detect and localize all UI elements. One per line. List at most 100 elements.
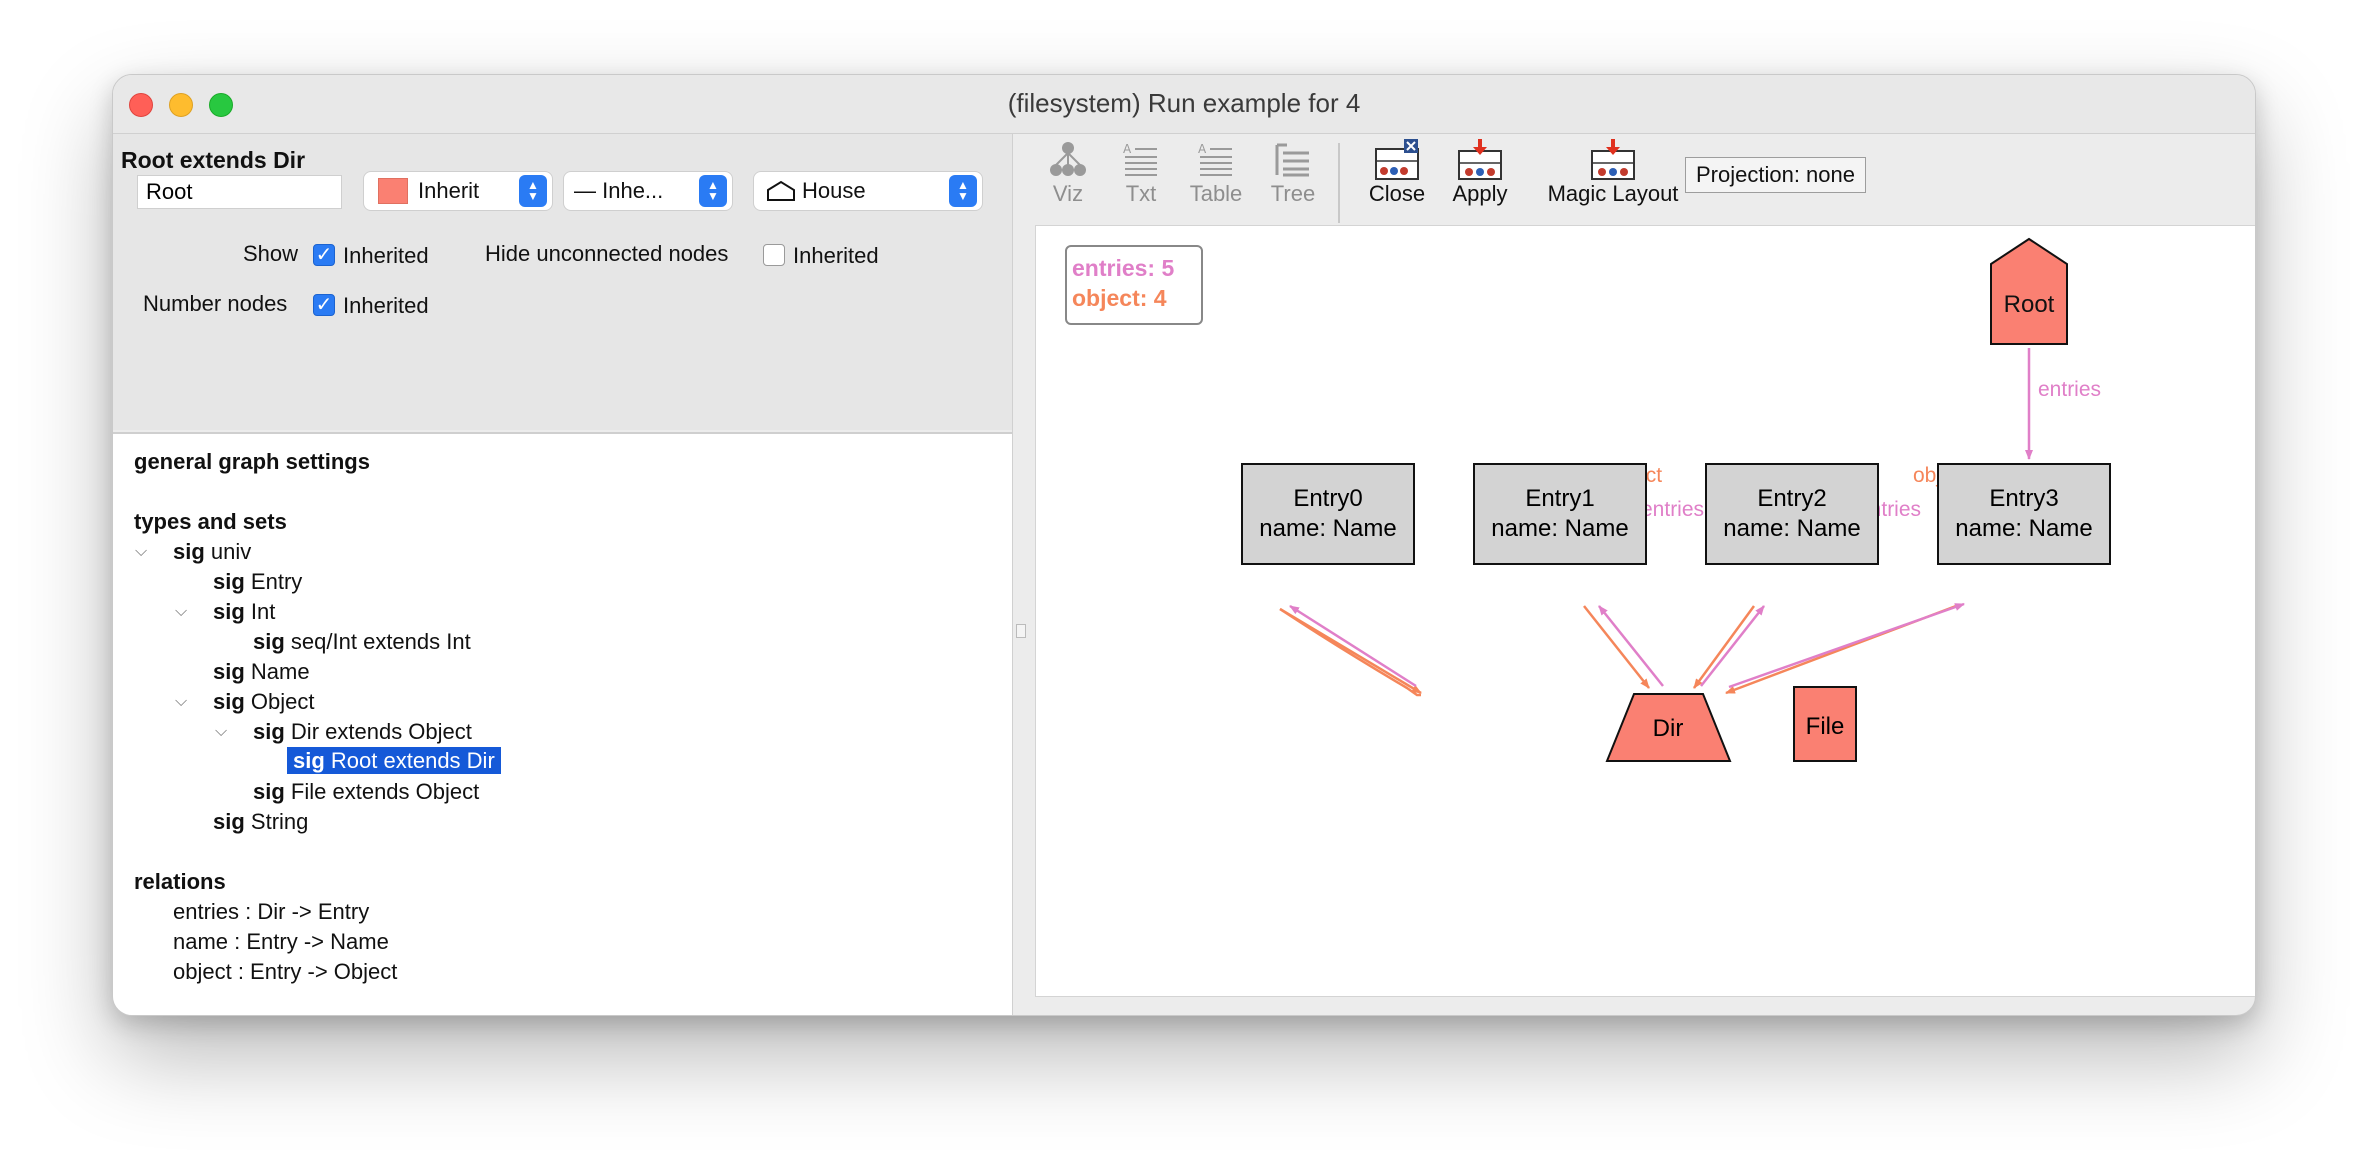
legend-object: object: 4	[1072, 285, 1167, 311]
txt-label: Txt	[1125, 181, 1157, 206]
graph-node-entry1[interactable]: Entry1 name: Name	[1473, 463, 1647, 565]
tree-general-settings[interactable]: general graph settings	[134, 449, 370, 474]
node-attr-entry0: name: Name	[1259, 515, 1396, 542]
apply-icon	[1440, 139, 1520, 181]
tree-item-name[interactable]: sig Name	[213, 659, 310, 684]
table-button[interactable]: A Table	[1181, 139, 1251, 207]
tree-item-file[interactable]: sig File extends Object	[253, 779, 480, 804]
hide-unconnected-label: Hide unconnected nodes	[485, 241, 729, 266]
color-swatch	[378, 178, 408, 204]
tree-relation-object[interactable]: object : Entry -> Object	[173, 959, 398, 984]
chevron-down-icon[interactable]: ⌵	[215, 723, 228, 740]
svg-text:A: A	[1123, 142, 1132, 156]
edge-entry0-object-dir-line	[1279, 607, 1422, 695]
tree-button[interactable]: Tree	[1258, 139, 1328, 207]
node-attr-entry3: name: Name	[1955, 515, 2092, 542]
hide-unconnected-value: Inherited	[793, 243, 879, 268]
graph-node-root[interactable]: Root	[1990, 237, 2068, 345]
legend-box	[1065, 245, 1203, 325]
edge-dir-entries-entry1	[1598, 605, 1664, 687]
apply-label: Apply	[1452, 181, 1508, 206]
edge-entry1-object-dir	[1583, 605, 1650, 689]
tree-relations-header: relations	[134, 869, 226, 894]
sig-settings-header: Root extends Dir	[121, 147, 306, 173]
shape-select[interactable]: House ▲▼	[753, 171, 983, 211]
graph-node-entry2[interactable]: Entry2 name: Name	[1705, 463, 1879, 565]
hide-unconnected-checkbox[interactable]	[763, 244, 785, 266]
tree-item-seqint[interactable]: sig seq/Int extends Int	[253, 629, 471, 654]
projection-button[interactable]: Projection: none	[1685, 157, 1866, 193]
chevron-updown-icon: ▲▼	[699, 175, 727, 207]
magic-layout-button[interactable]: Magic Layout	[1533, 139, 1693, 207]
close-window-button[interactable]	[129, 93, 153, 117]
node-name-field[interactable]	[137, 175, 342, 209]
tree-item-univ[interactable]: sig univ	[173, 539, 252, 564]
tree-item-string[interactable]: sig String	[213, 809, 309, 834]
viz-label: Viz	[1052, 181, 1084, 206]
show-checkbox[interactable]: ✓	[313, 244, 335, 266]
chevron-down-icon[interactable]: ⌵	[175, 603, 188, 620]
viz-icon	[1033, 139, 1103, 181]
divider-grip[interactable]	[1016, 624, 1026, 638]
edge-label-entries: entries	[1641, 498, 1704, 521]
app-window: (filesystem) Run example for 4 Root exte…	[112, 74, 2256, 1016]
node-label-root: Root	[2004, 291, 2055, 318]
edge-entry2-object-dir	[1692, 605, 1756, 689]
show-value: Inherited	[343, 243, 429, 268]
chevron-updown-icon: ▲▼	[519, 175, 547, 207]
svg-text:A: A	[1198, 142, 1207, 156]
node-label-entry2: Entry2	[1757, 485, 1826, 512]
graph-node-dir[interactable]: Dir	[1605, 693, 1732, 762]
color-select[interactable]: Inherit ▲▼	[363, 171, 553, 211]
color-select-label: Inherit	[418, 178, 480, 203]
style-select-label: — Inhe...	[574, 178, 664, 203]
number-nodes-checkbox[interactable]: ✓	[313, 294, 335, 316]
graph-node-entry3[interactable]: Entry3 name: Name	[1937, 463, 2111, 565]
graph-canvas[interactable]: entries: 5 object: 4 entries object entr…	[1035, 225, 2255, 997]
node-attr-entry1: name: Name	[1491, 515, 1628, 542]
window-title: (filesystem) Run example for 4	[1007, 88, 1361, 118]
edge-dir-entries-entry0	[1289, 604, 1417, 688]
tree-item-dir[interactable]: sig Dir extends Object	[253, 719, 472, 744]
close-label: Close	[1368, 181, 1426, 206]
split-pane-divider[interactable]	[1012, 134, 1027, 1015]
theme-tree-panel	[113, 432, 1012, 1015]
close-button[interactable]: Close	[1357, 139, 1437, 207]
viz-button[interactable]: Viz	[1033, 139, 1103, 207]
txt-icon: A	[1106, 139, 1176, 181]
node-label-dir: Dir	[1653, 715, 1684, 742]
graph-svg: entries: 5 object: 4 entries object entr…	[1065, 237, 2111, 762]
toolbar-separator	[1338, 143, 1340, 223]
node-label-entry0: Entry0	[1293, 485, 1362, 512]
chevron-down-icon[interactable]: ⌵	[175, 693, 188, 710]
number-nodes-label: Number nodes	[143, 291, 288, 316]
tree-item-root-selected[interactable]: sig Root extends Dir	[287, 747, 501, 774]
node-attr-entry2: name: Name	[1723, 515, 1860, 542]
table-label: Table	[1189, 181, 1243, 206]
magic-layout-icon	[1533, 139, 1693, 181]
shape-select-label: House	[802, 178, 866, 203]
tree-item-int[interactable]: sig Int	[213, 599, 276, 624]
tree-types-header: types and sets	[134, 509, 287, 534]
tree-icon	[1258, 139, 1328, 181]
node-label-entry3: Entry3	[1989, 485, 2058, 512]
apply-button[interactable]: Apply	[1440, 139, 1520, 207]
legend-entries: entries: 5	[1072, 255, 1174, 281]
tree-item-object[interactable]: sig Object	[213, 689, 315, 714]
txt-button[interactable]: A Txt	[1106, 139, 1176, 207]
tree-label: Tree	[1270, 181, 1316, 206]
tree-relation-name[interactable]: name : Entry -> Name	[173, 929, 389, 954]
zoom-window-button[interactable]	[209, 93, 233, 117]
tree-item-entry[interactable]: sig Entry	[213, 569, 303, 594]
show-label: Show	[243, 241, 299, 266]
graph-node-entry0[interactable]: Entry0 name: Name	[1241, 463, 1415, 565]
graph-node-file[interactable]: File	[1793, 686, 1857, 762]
style-select[interactable]: — Inhe... ▲▼	[563, 171, 733, 211]
edge-dir-entries-entry3	[1728, 602, 1965, 689]
edge-dir-entries-entry2	[1700, 605, 1765, 687]
tree-relation-entries[interactable]: entries : Dir -> Entry	[173, 899, 370, 924]
chevron-down-icon[interactable]: ⌵	[135, 543, 148, 560]
number-nodes-value: Inherited	[343, 293, 429, 318]
node-label-file: File	[1806, 713, 1845, 740]
minimize-window-button[interactable]	[169, 93, 193, 117]
